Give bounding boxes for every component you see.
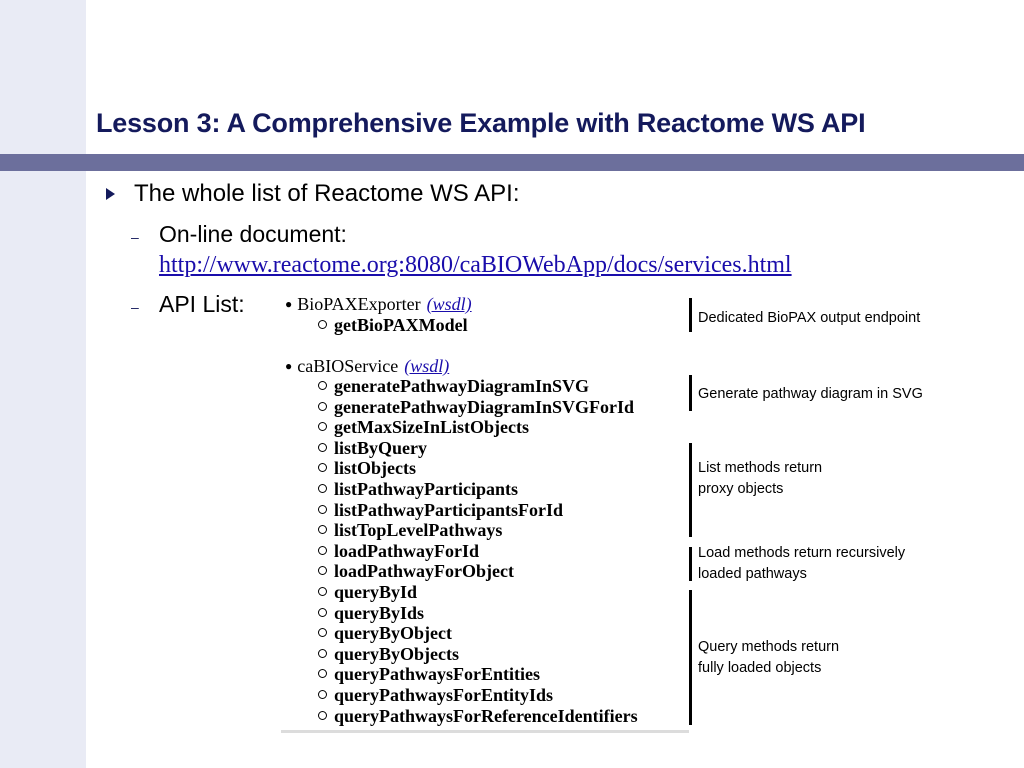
circle-bullet-icon bbox=[318, 504, 327, 514]
note-line: Dedicated BioPAX output endpoint bbox=[698, 310, 921, 326]
method-name: queryPathwaysForEntities bbox=[334, 664, 540, 685]
method-item[interactable]: getMaxSizeInListObjects bbox=[318, 417, 529, 438]
method-name: queryById bbox=[334, 582, 418, 602]
dash-icon: – bbox=[131, 299, 139, 315]
circle-bullet-icon bbox=[318, 381, 327, 390]
method-item[interactable]: listByQuery bbox=[318, 438, 427, 459]
bullet-arrow-icon bbox=[106, 188, 115, 200]
service-cabio: ● caBIOService(wsdl) bbox=[285, 356, 449, 377]
circle-bullet-icon bbox=[318, 525, 327, 535]
circle-bullet-icon bbox=[318, 463, 327, 473]
service-name: caBIOService bbox=[297, 356, 399, 376]
service-exporter: ● BioPAXExporter(wsdl) bbox=[285, 294, 472, 315]
note-line: Query methods return bbox=[698, 639, 840, 655]
circle-bullet-icon bbox=[318, 422, 327, 432]
method-name: queryPathwaysForEntityIds bbox=[334, 685, 554, 705]
bracket-exporter bbox=[689, 298, 692, 332]
online-doc-label: On-line document: bbox=[159, 221, 347, 247]
note-load: Load methods return recursively loaded p… bbox=[698, 543, 905, 585]
note-line: Load methods return recursively bbox=[698, 545, 906, 561]
method-item[interactable]: loadPathwayForObject bbox=[318, 561, 514, 582]
circle-bullet-icon bbox=[318, 320, 327, 329]
online-doc-link[interactable]: http://www.reactome.org:8080/caBIOWebApp… bbox=[159, 252, 792, 278]
bracket-load bbox=[689, 547, 692, 581]
circle-bullet-icon bbox=[318, 690, 327, 699]
title-underline-bar bbox=[0, 154, 1024, 171]
method-name: listPathwayParticipants bbox=[334, 479, 518, 499]
method-item[interactable]: queryByObject bbox=[318, 623, 452, 644]
bullet-dot-icon: ● bbox=[285, 297, 293, 311]
method-item[interactable]: generatePathwayDiagramInSVGForId bbox=[318, 397, 634, 418]
method-item[interactable]: loadPathwayForId bbox=[318, 541, 479, 562]
method-item[interactable]: queryPathwaysForReferenceIdentifiers bbox=[318, 706, 638, 727]
method-item[interactable]: listPathwayParticipantsForId bbox=[318, 500, 563, 521]
api-list-panel: ●BioPAXExporter(wsdl) getBioPAXModel ●ca… bbox=[281, 294, 689, 733]
main-bullet-text: The whole list of Reactome WS API: bbox=[134, 180, 520, 207]
note-biopax: Dedicated BioPAX output endpoint bbox=[698, 308, 920, 329]
method-item[interactable]: queryById bbox=[318, 582, 417, 603]
method-item[interactable]: listObjects bbox=[318, 458, 416, 479]
note-line: List methods return bbox=[698, 460, 823, 476]
circle-bullet-icon bbox=[318, 401, 327, 411]
bullet-dot-icon: ● bbox=[285, 359, 293, 373]
method-name: listPathwayParticipantsForId bbox=[334, 499, 563, 520]
circle-bullet-icon bbox=[318, 607, 327, 617]
circle-bullet-icon bbox=[318, 442, 327, 452]
method-item[interactable]: getBioPAXModel bbox=[318, 315, 468, 336]
method-item[interactable]: listPathwayParticipants bbox=[318, 479, 518, 500]
method-name: listObjects bbox=[334, 458, 416, 479]
left-decor-band bbox=[0, 0, 86, 768]
method-name: loadPathwayForId bbox=[334, 540, 480, 561]
note-line: Generate pathway diagram in SVG bbox=[698, 386, 923, 402]
note-list: List methods return proxy objects bbox=[698, 458, 822, 500]
circle-bullet-icon bbox=[318, 710, 327, 720]
method-name: generatePathwayDiagramInSVG bbox=[334, 376, 589, 396]
method-name: getBioPAXModel bbox=[334, 315, 468, 335]
circle-bullet-icon bbox=[318, 566, 327, 576]
note-line: proxy objects bbox=[698, 481, 784, 497]
method-name: queryByObjects bbox=[334, 643, 459, 664]
method-name: queryByIds bbox=[334, 602, 425, 623]
note-line: loaded pathways bbox=[698, 566, 807, 582]
circle-bullet-icon bbox=[318, 545, 327, 555]
method-item[interactable]: queryByObjects bbox=[318, 644, 459, 665]
note-svg: Generate pathway diagram in SVG bbox=[698, 384, 923, 405]
method-item[interactable]: generatePathwayDiagramInSVG bbox=[318, 376, 589, 397]
bracket-query bbox=[689, 590, 692, 725]
bracket-list bbox=[689, 443, 692, 537]
method-name: getMaxSizeInListObjects bbox=[334, 417, 529, 438]
circle-bullet-icon bbox=[318, 587, 327, 596]
circle-bullet-icon bbox=[318, 648, 327, 658]
method-name: queryPathwaysForReferenceIdentifiers bbox=[334, 705, 638, 726]
method-item[interactable]: listTopLevelPathways bbox=[318, 520, 502, 541]
slide-title: Lesson 3: A Comprehensive Example with R… bbox=[96, 108, 866, 138]
note-query: Query methods return fully loaded object… bbox=[698, 637, 839, 679]
method-name: listByQuery bbox=[334, 437, 427, 458]
method-item[interactable]: queryByIds bbox=[318, 603, 424, 624]
method-name: queryByObject bbox=[334, 623, 452, 644]
service-name: BioPAXExporter bbox=[297, 294, 421, 314]
method-name: listTopLevelPathways bbox=[334, 520, 503, 541]
circle-bullet-icon bbox=[318, 484, 327, 493]
circle-bullet-icon bbox=[318, 628, 327, 638]
method-name: generatePathwayDiagramInSVGForId bbox=[334, 396, 634, 417]
bracket-svg bbox=[689, 375, 692, 411]
method-name: loadPathwayForObject bbox=[334, 561, 514, 582]
wsdl-link[interactable]: (wsdl) bbox=[404, 356, 450, 376]
circle-bullet-icon bbox=[318, 669, 327, 679]
api-list-label: API List: bbox=[159, 291, 245, 317]
dash-icon: – bbox=[131, 229, 139, 245]
note-line: fully loaded objects bbox=[698, 660, 822, 676]
method-item[interactable]: queryPathwaysForEntities bbox=[318, 664, 540, 685]
method-item[interactable]: queryPathwaysForEntityIds bbox=[318, 685, 553, 706]
wsdl-link[interactable]: (wsdl) bbox=[426, 294, 472, 314]
